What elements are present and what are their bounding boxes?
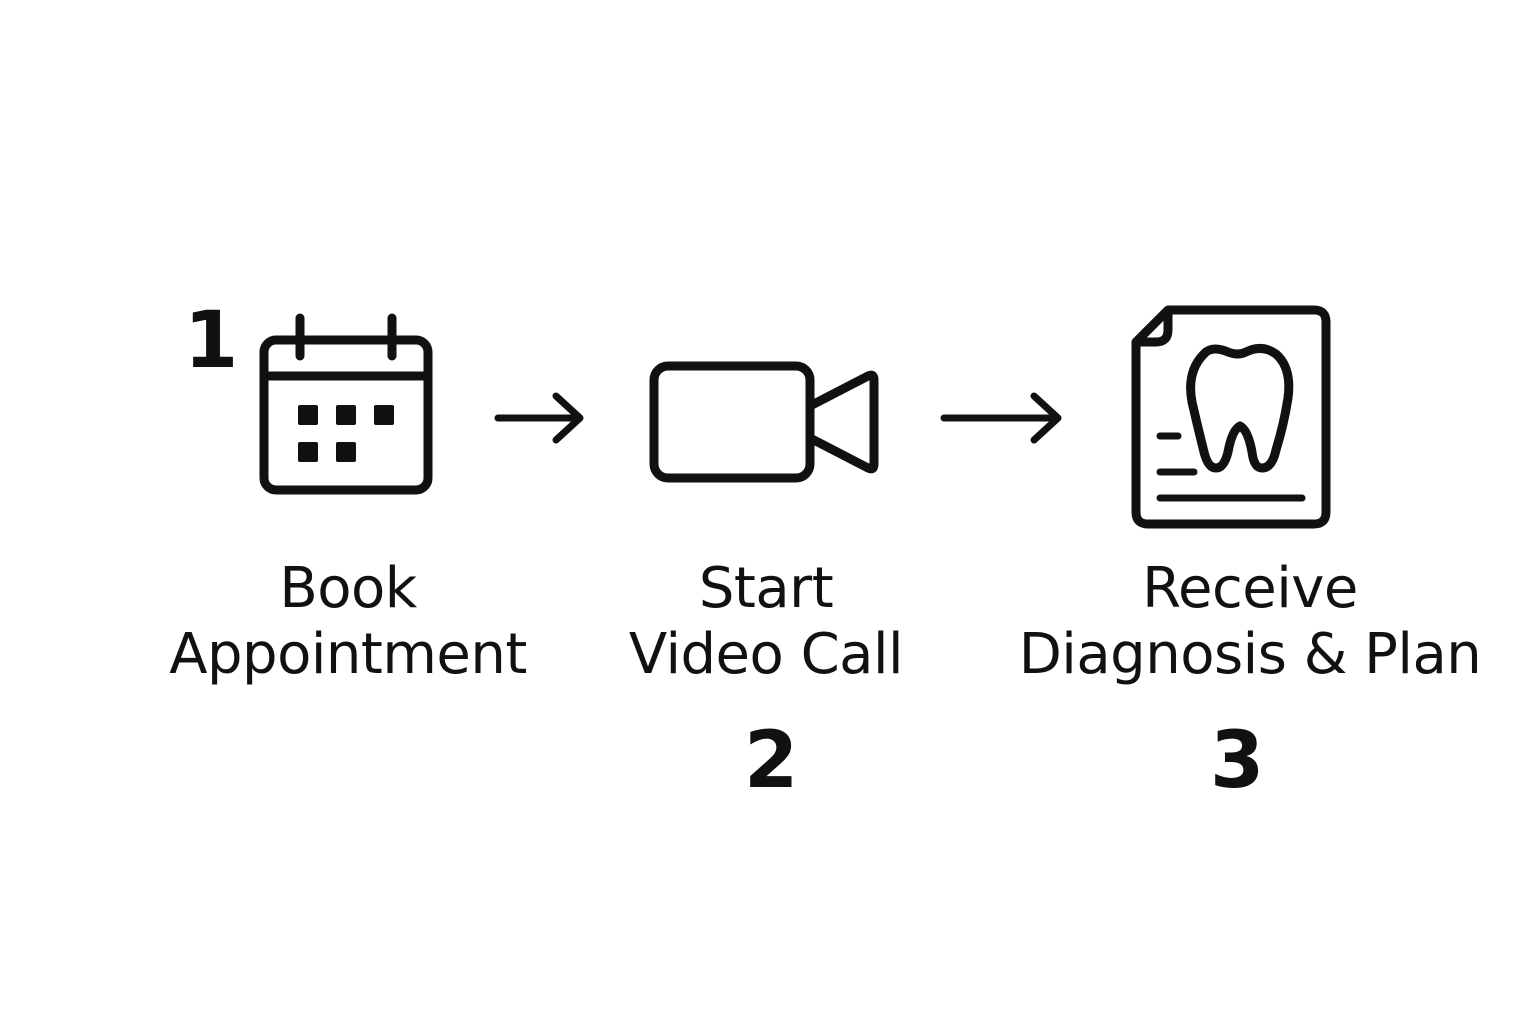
- step-1-label-line1: Book: [279, 556, 417, 621]
- step-1-number: 1: [184, 296, 238, 386]
- step-3-label-line2: Diagnosis & Plan: [1018, 622, 1482, 687]
- step-1-label-line2: Appointment: [169, 622, 527, 687]
- step-3-number: 3: [1210, 716, 1264, 806]
- tooth-document-icon: [1131, 305, 1331, 529]
- step-2-label-line1: Start: [698, 556, 834, 621]
- step-3-label-line1: Receive: [1142, 556, 1358, 621]
- video-camera-icon: [649, 361, 879, 483]
- step-2-number: 2: [744, 716, 798, 806]
- calendar-icon: [259, 313, 433, 495]
- arrow-right-icon: [494, 392, 584, 444]
- step-1-label: Book Appointment: [168, 556, 528, 688]
- step-2-label-line2: Video Call: [628, 622, 904, 687]
- arrow-right-icon: [940, 392, 1062, 444]
- step-2-label: Start Video Call: [616, 556, 916, 688]
- step-3-label: Receive Diagnosis & Plan: [1010, 556, 1490, 688]
